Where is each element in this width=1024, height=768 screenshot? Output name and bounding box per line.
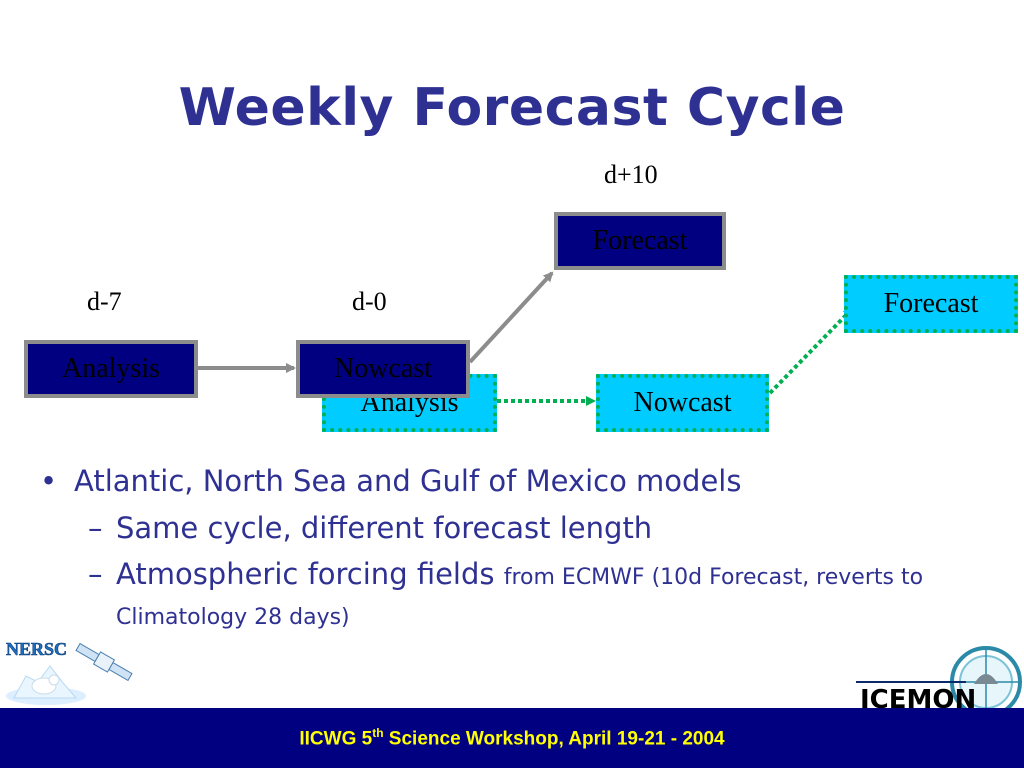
sub-bullet-1-text: Same cycle, different forecast length [116, 511, 653, 545]
bullet-dot: • [40, 464, 58, 498]
dash-marker: – [88, 511, 103, 545]
svg-text:NERSC: NERSC [6, 639, 67, 659]
box-analysis-navy: Analysis [24, 340, 198, 398]
dash-marker: – [88, 557, 103, 591]
footer-text: IICWG 5th Science Workshop, April 19-21 … [299, 726, 724, 750]
arrow-cyan-nowcast-to-forecast [768, 307, 854, 395]
bullet-list: • Atlantic, North Sea and Gulf of Mexico… [40, 462, 1000, 636]
box-nowcast-cyan: Nowcast [596, 374, 769, 432]
footer-bar: IICWG 5th Science Workshop, April 19-21 … [0, 708, 1024, 768]
footer-text-part: Science Workshop, April 19-21 - 2004 [383, 728, 725, 750]
box-nowcast-navy: Nowcast [296, 340, 470, 398]
footer-text-part: IICWG 5 [299, 728, 373, 750]
sub-bullet-2-small: from ECMWF (10d Forecast, reverts to Cli… [116, 565, 924, 630]
label-d-0: d-0 [352, 287, 387, 316]
bullet-item: • Atlantic, North Sea and Gulf of Mexico… [40, 462, 1000, 500]
bullet-main-text: Atlantic, North Sea and Gulf of Mexico m… [74, 464, 742, 498]
footer-superscript: th [372, 725, 384, 740]
sub-bullet-2-large: Atmospheric forcing fields [116, 557, 495, 591]
label-d-plus-10: d+10 [604, 160, 658, 189]
box-forecast-cyan: Forecast [844, 275, 1018, 333]
slide-title: Weekly Forecast Cycle [178, 78, 846, 138]
sub-bullet-2-text: Atmospheric forcing fields from ECMWF (1… [116, 556, 1000, 636]
arrow-nowcast-to-forecast [468, 271, 554, 364]
box-forecast-navy: Forecast [554, 212, 726, 270]
sub-bullet-item: – Same cycle, different forecast length [88, 510, 1000, 546]
sub-bullet-item: – Atmospheric forcing fields from ECMWF … [88, 556, 1000, 636]
nersc-logo: NERSC [6, 639, 133, 705]
label-d-minus-7: d-7 [87, 287, 122, 316]
